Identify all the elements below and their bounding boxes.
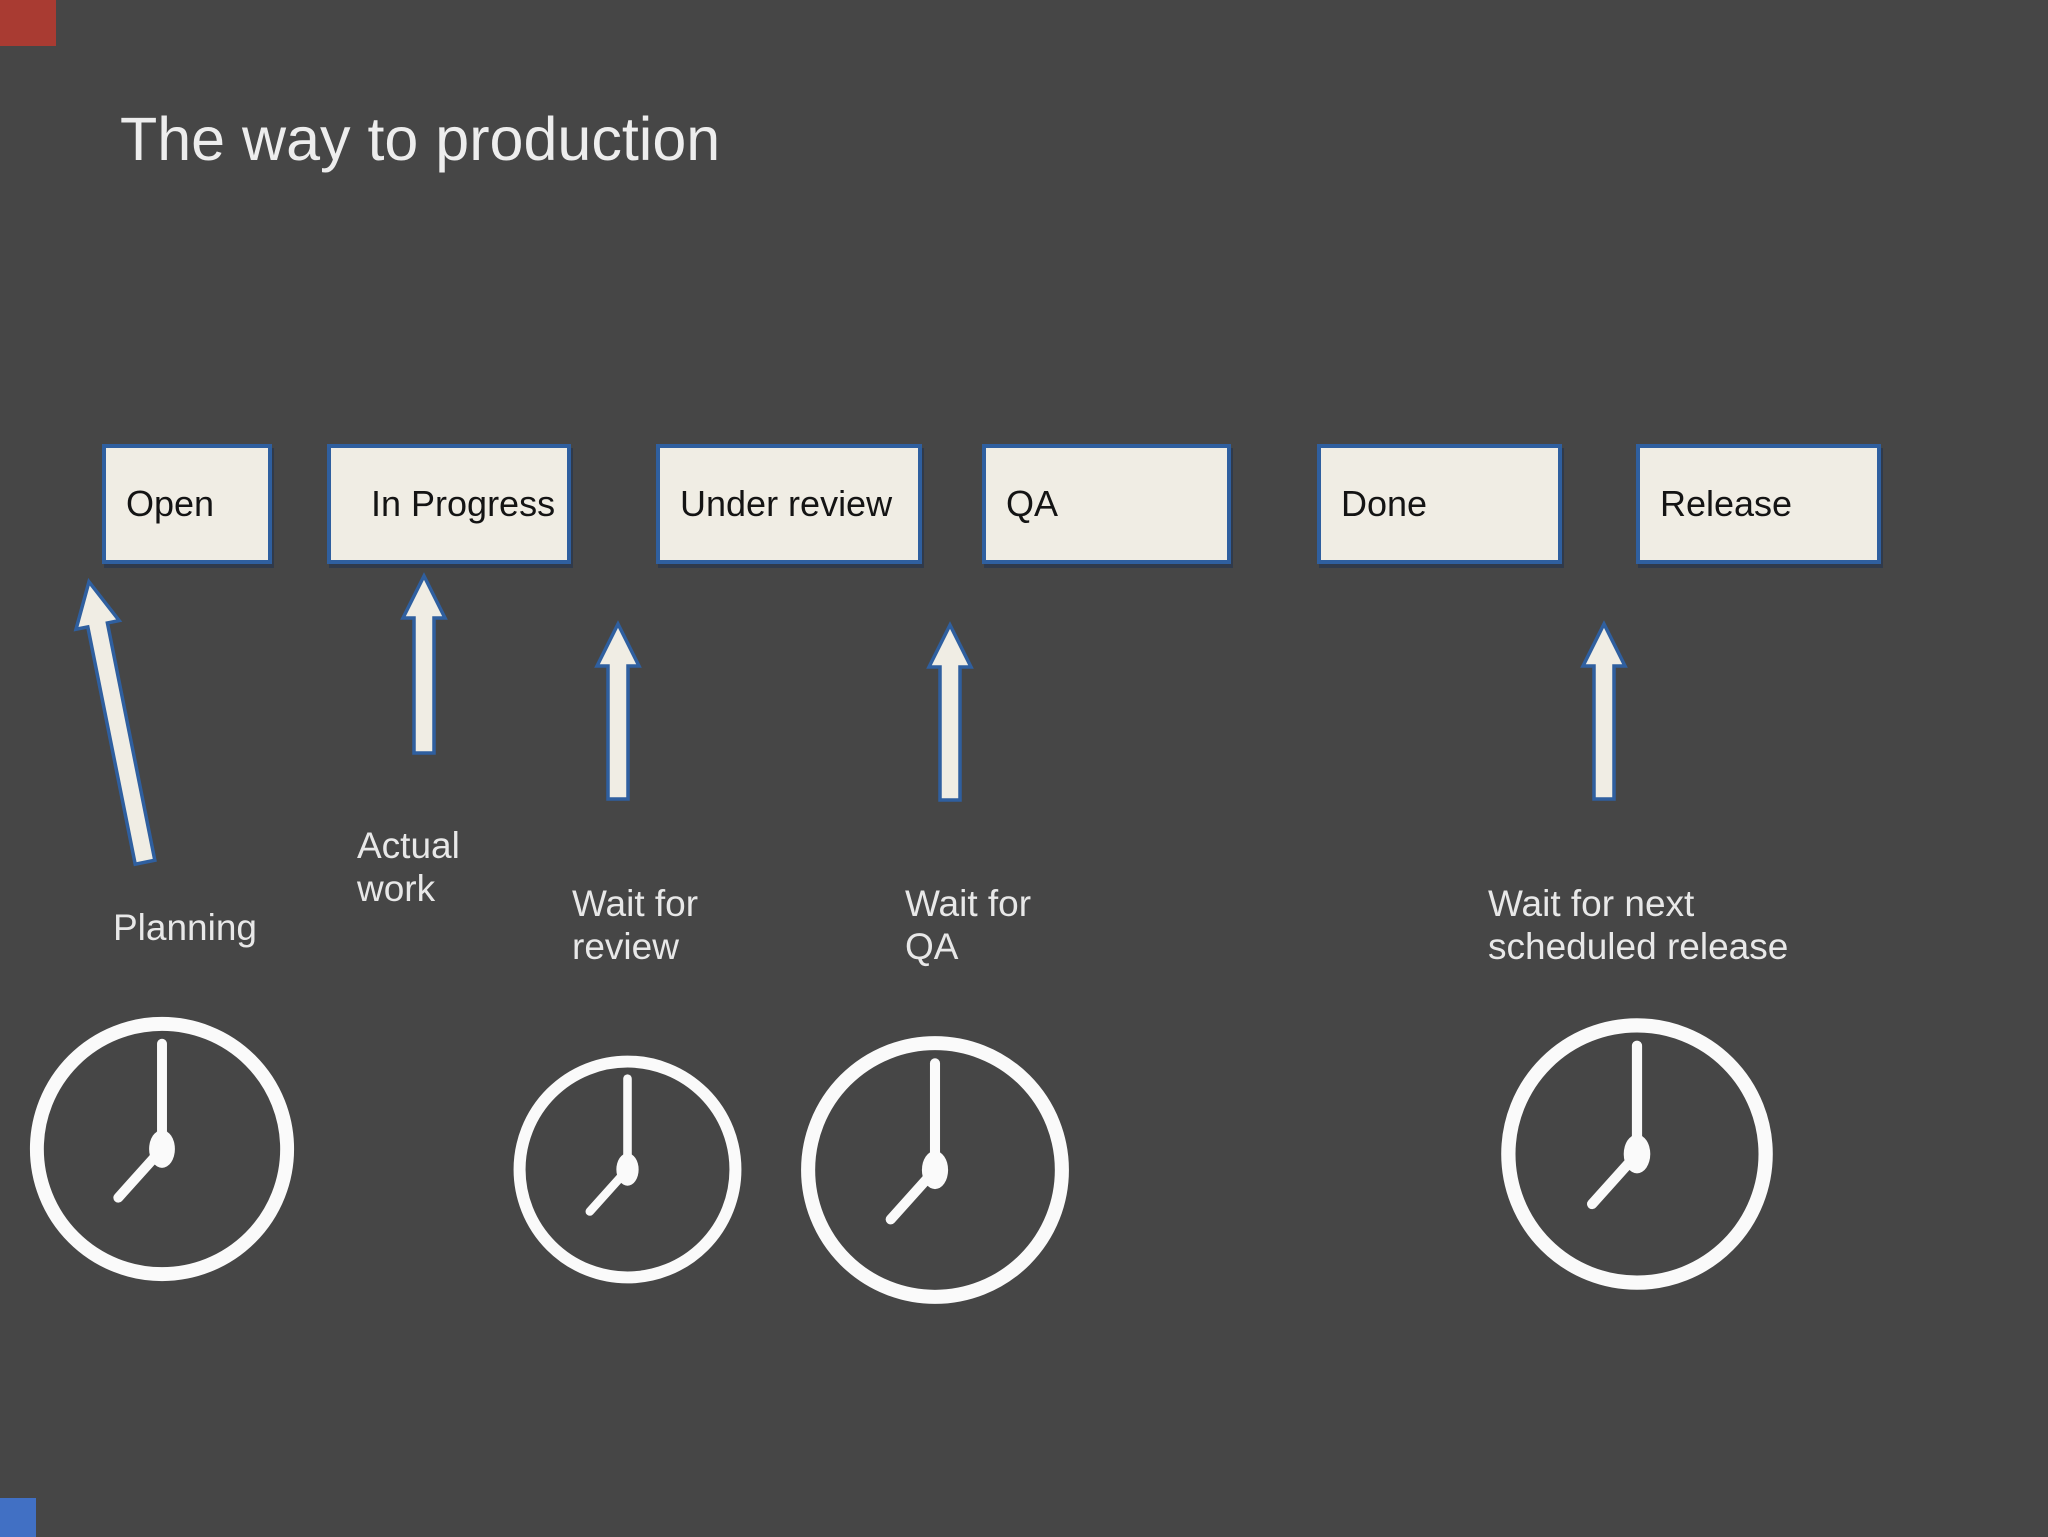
stage-label: In Progress <box>371 483 556 524</box>
label-wait-for-next-release: Wait for next scheduled release <box>1488 883 1789 967</box>
stage-box-in-progress: In Progress <box>327 444 571 564</box>
clock-icon-wait-release <box>1491 1008 1783 1300</box>
stage-label: Under review <box>680 483 893 524</box>
bottom-left-blue-mark <box>0 1498 36 1537</box>
label-planning: Planning <box>113 907 258 948</box>
label-actual-work: Actual work <box>357 825 460 909</box>
wait-release-arrow-up-icon <box>1580 620 1628 801</box>
stage-box-under-review: Under review <box>656 444 922 564</box>
page-title: The way to production <box>120 105 721 173</box>
stage-label: Release <box>1660 483 1793 524</box>
clock-icon-wait-review <box>505 1047 750 1292</box>
clock-icon-wait-qa <box>791 1026 1079 1314</box>
wait-qa-arrow-up-icon <box>926 621 974 802</box>
stage-box-open: Open <box>102 444 272 564</box>
stage-box-done: Done <box>1317 444 1562 564</box>
clock-icon-planning <box>20 1007 304 1291</box>
wait-review-arrow-up-icon <box>594 620 642 801</box>
stage-box-qa: QA <box>982 444 1231 564</box>
actual-work-arrow-up-icon <box>400 572 448 755</box>
label-wait-for-review: Wait for review <box>572 883 699 967</box>
stage-label: Open <box>126 483 215 524</box>
stage-label: Done <box>1341 483 1428 524</box>
top-left-red-mark <box>0 0 56 46</box>
label-wait-for-qa: Wait for QA <box>905 883 1032 967</box>
stage-label: QA <box>1006 483 1059 524</box>
planning-arrow-up-icon <box>73 577 157 867</box>
stage-box-release: Release <box>1636 444 1881 564</box>
